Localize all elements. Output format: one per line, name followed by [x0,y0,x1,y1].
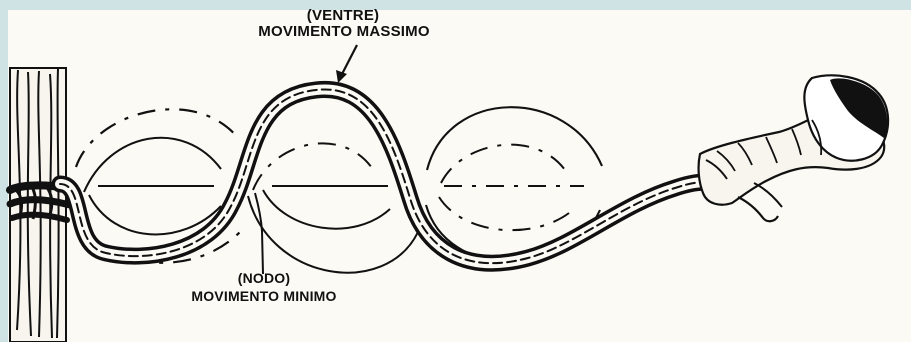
post-illustration [10,68,70,342]
hand-illustration [699,75,889,221]
node-subtitle: (NODO) [219,271,309,286]
antinode-subtitle: (VENTRE) [283,8,403,24]
antinode-label: MOVIMENTO MASSIMO [234,24,454,40]
node-label: MOVIMENTO MINIMO [174,289,354,304]
rope [60,89,710,263]
